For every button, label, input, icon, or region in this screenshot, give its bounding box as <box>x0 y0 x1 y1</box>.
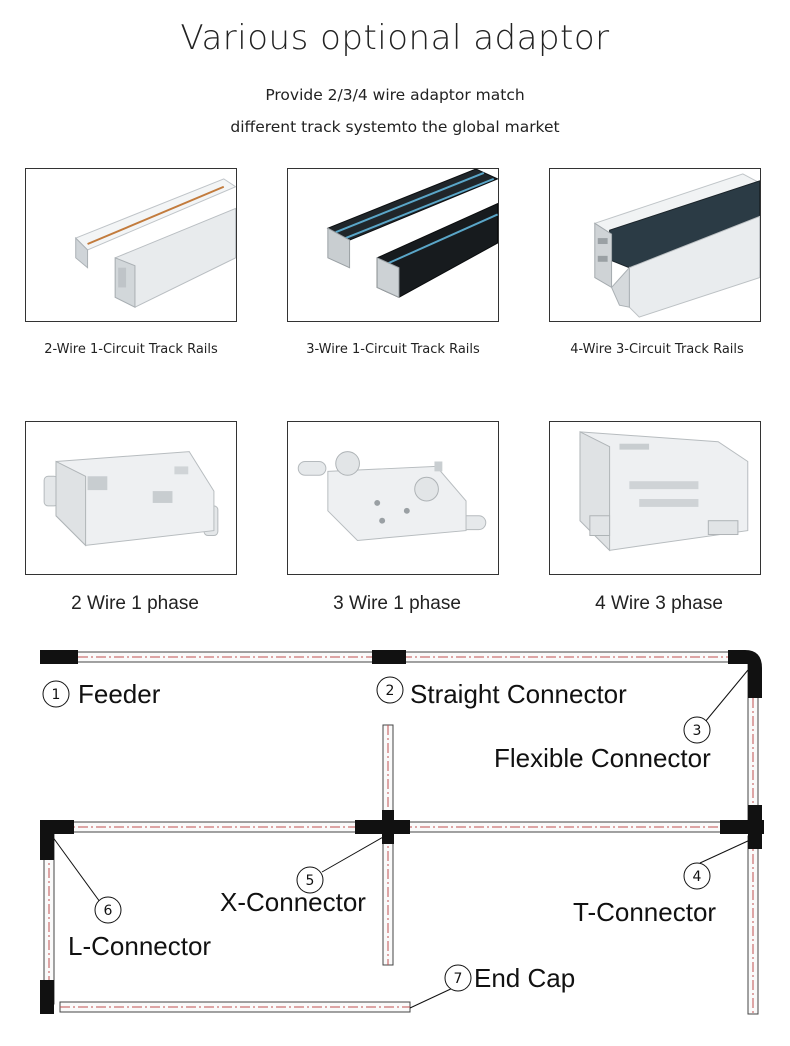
rail-image-4-wire <box>549 168 761 322</box>
part-number-4: 4 <box>693 869 702 885</box>
part-label-x-connector: X-Connector <box>220 887 366 917</box>
flexible-connector-block <box>728 650 762 698</box>
adaptor-3-wire-icon <box>297 451 487 541</box>
part-label-end-cap: End Cap <box>474 963 575 993</box>
track-rail-3-wire-icon <box>326 169 498 299</box>
page-title: Various optional adaptor <box>180 18 610 58</box>
rail-image-3-wire <box>287 168 499 322</box>
subtitle-line-1: Provide 2/3/4 wire adaptor match <box>265 86 525 104</box>
part-label-flexible-connector: Flexible Connector <box>494 743 711 773</box>
part-label-feeder: Feeder <box>78 679 161 709</box>
adaptor-image-4-wire <box>549 421 761 575</box>
part-number-6: 6 <box>104 903 113 919</box>
track-rail-2-wire-icon <box>74 178 236 308</box>
adaptor-label-4-wire: 4 Wire 3 phase <box>595 593 723 614</box>
part-number-3: 3 <box>693 723 702 739</box>
feeder-block <box>40 650 78 664</box>
part-label-l-connector: L-Connector <box>68 931 211 961</box>
rail-label-3-wire: 3-Wire 1-Circuit Track Rails <box>306 342 480 357</box>
part-label-straight-connector: Straight Connector <box>410 679 627 709</box>
rail-label-4-wire: 4-Wire 3-Circuit Track Rails <box>570 342 744 357</box>
part-number-2: 2 <box>386 683 395 699</box>
adaptor-label-3-wire: 3 Wire 1 phase <box>333 593 461 614</box>
adaptor-label-2-wire: 2 Wire 1 phase <box>71 593 199 614</box>
part-label-t-connector: T-Connector <box>573 897 716 927</box>
adaptor-image-3-wire <box>287 421 499 575</box>
part-number-7: 7 <box>454 971 463 987</box>
rail-label-2-wire: 2-Wire 1-Circuit Track Rails <box>44 342 218 357</box>
adaptor-2-wire-icon <box>43 451 219 547</box>
connector-layout-diagram: 1 2 3 4 5 6 7 Feeder Straight Connector … <box>0 640 790 1046</box>
part-number-1: 1 <box>52 687 61 703</box>
adaptor-4-wire-icon <box>579 431 749 552</box>
end-cap-block <box>40 980 54 1014</box>
track-rail-4-wire-icon <box>593 173 760 318</box>
subtitle-line-2: different track systemto the global mark… <box>230 118 560 136</box>
straight-connector-block <box>372 650 406 664</box>
part-number-5: 5 <box>306 873 315 889</box>
rail-image-2-wire <box>25 168 237 322</box>
adaptor-image-2-wire <box>25 421 237 575</box>
